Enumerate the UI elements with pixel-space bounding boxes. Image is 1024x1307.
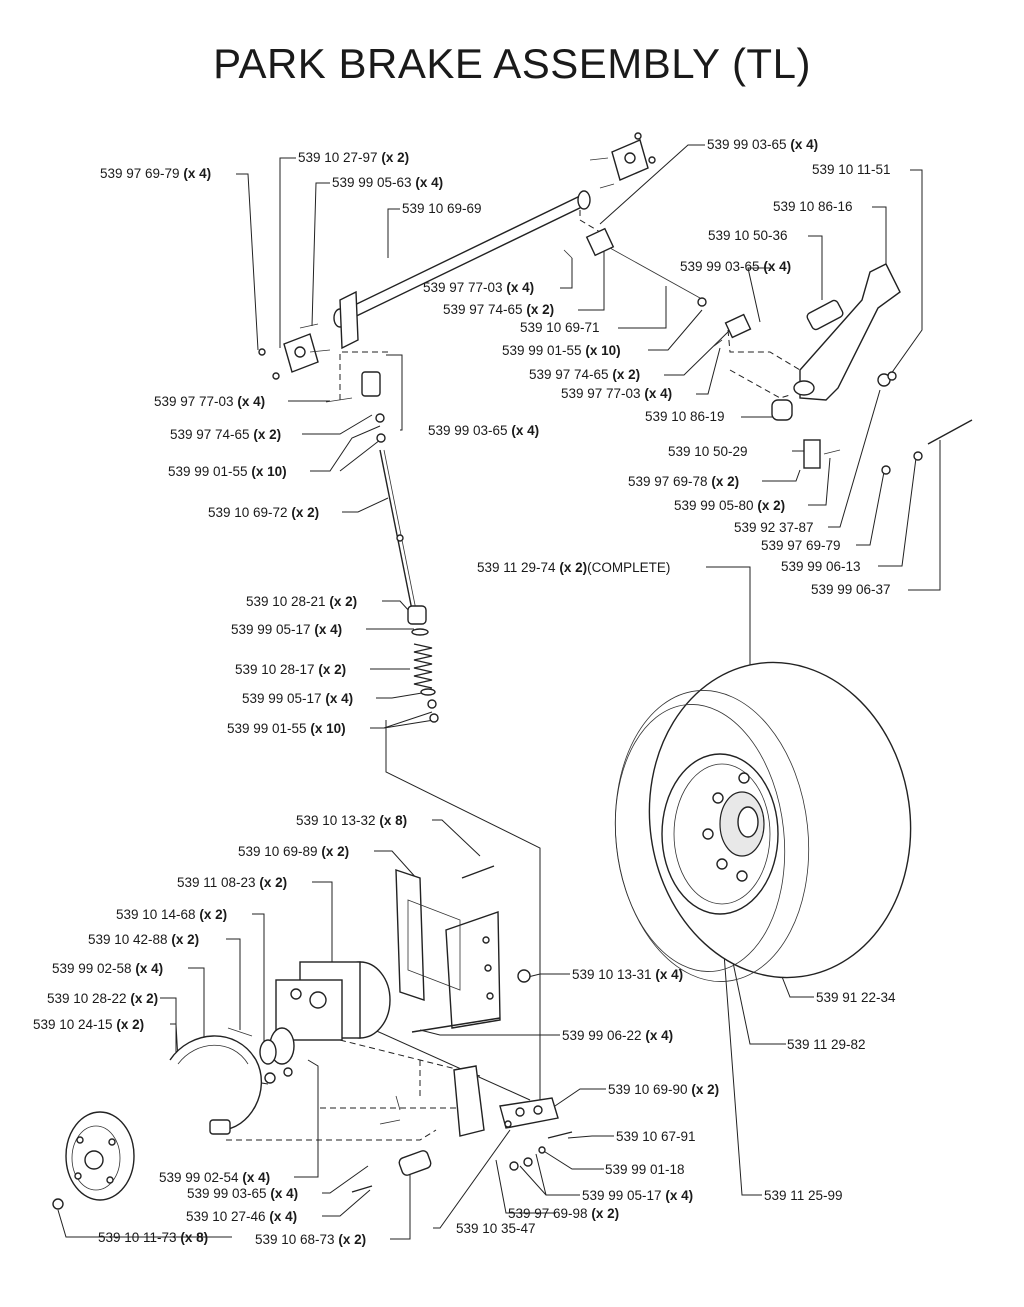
label-l51: 539 99 03-65 (x 4): [187, 1186, 298, 1201]
label-l42: 539 10 24-15 (x 2): [33, 1017, 144, 1032]
label-l52: 539 99 05-17 (x 4): [582, 1188, 693, 1203]
label-l45: 539 91 22-34: [816, 990, 896, 1005]
label-l35: 539 10 13-32 (x 8): [296, 813, 407, 828]
leader-lines: [57, 144, 941, 1240]
label-l43: 539 10 13-31 (x 4): [572, 967, 683, 982]
label-l29: 539 99 06-37: [811, 582, 891, 597]
label-l04: 539 10 69-69: [402, 201, 482, 216]
label-l24: 539 10 69-72 (x 2): [208, 505, 319, 520]
label-l26: 539 97 69-79: [761, 538, 841, 553]
callout-labels: 539 97 69-79 (x 4) 539 10 27-97 (x 2) 53…: [33, 137, 896, 1247]
label-l53: 539 97 69-98 (x 2): [508, 1206, 619, 1221]
tire-wheel: [614, 661, 912, 982]
brake-rod-assembly: [258, 132, 752, 723]
brake-pedal: [771, 263, 973, 475]
label-l38: 539 10 14-68 (x 2): [116, 907, 227, 922]
label-l05: 539 99 03-65 (x 4): [707, 137, 818, 152]
label-l25: 539 92 37-87: [734, 520, 814, 535]
label-l03: 539 99 05-63 (x 4): [332, 175, 443, 190]
label-l09: 539 99 03-65 (x 4): [680, 259, 791, 274]
label-l18: 539 97 74-65 (x 2): [170, 427, 281, 442]
label-l34: 539 99 01-55 (x 10): [227, 721, 346, 736]
label-l08: 539 10 50-36: [708, 228, 788, 243]
label-l06: 539 10 11-51: [812, 162, 891, 177]
label-l46: 539 11 29-82: [787, 1037, 866, 1052]
label-l19: 539 99 03-65 (x 4): [428, 423, 539, 438]
label-l49: 539 99 01-18: [605, 1162, 685, 1177]
label-l54: 539 10 27-46 (x 4): [186, 1209, 297, 1224]
label-l21: 539 10 50-29: [668, 444, 748, 459]
label-l02: 539 10 27-97 (x 2): [298, 150, 409, 165]
label-l57: 539 10 11-73 (x 8): [98, 1230, 208, 1245]
page-title: PARK BRAKE ASSEMBLY (TL): [213, 40, 811, 87]
label-l17: 539 97 77-03 (x 4): [154, 394, 265, 409]
motor-and-brackets: [52, 865, 573, 1210]
label-l33: 539 99 05-17 (x 4): [242, 691, 353, 706]
label-l40: 539 99 02-58 (x 4): [52, 961, 163, 976]
label-l44: 539 99 06-22 (x 4): [562, 1028, 673, 1043]
label-l10: 539 97 77-03 (x 4): [423, 280, 534, 295]
label-l58: 539 10 68-73 (x 2): [255, 1232, 366, 1247]
label-l14: 539 97 74-65 (x 2): [529, 367, 640, 382]
label-l41: 539 10 28-22 (x 2): [47, 991, 158, 1006]
label-l01: 539 97 69-79 (x 4): [100, 166, 211, 181]
label-l55: 539 11 25-99: [764, 1188, 843, 1203]
label-l13: 539 99 01-55 (x 10): [502, 343, 621, 358]
label-l37: 539 11 08-23 (x 2): [177, 875, 287, 890]
label-l11: 539 97 74-65 (x 2): [443, 302, 554, 317]
label-l36: 539 10 69-89 (x 2): [238, 844, 349, 859]
label-l15: 539 97 77-03 (x 4): [561, 386, 672, 401]
label-l31: 539 99 05-17 (x 4): [231, 622, 342, 637]
label-l16: 539 10 86-19: [645, 409, 725, 424]
label-l28: 539 11 29-74 (x 2)(COMPLETE): [477, 560, 670, 575]
label-l07: 539 10 86-16: [773, 199, 853, 214]
label-l20: 539 99 01-55 (x 10): [168, 464, 287, 479]
label-l22: 539 97 69-78 (x 2): [628, 474, 739, 489]
label-l50: 539 99 02-54 (x 4): [159, 1170, 270, 1185]
label-l27: 539 99 06-13: [781, 559, 861, 574]
spring: [413, 643, 433, 689]
label-l48: 539 10 67-91: [616, 1129, 696, 1144]
label-l47: 539 10 69-90 (x 2): [608, 1082, 719, 1097]
label-l12: 539 10 69-71: [520, 320, 600, 335]
label-l56: 539 10 35-47: [456, 1221, 536, 1236]
label-l23: 539 99 05-80 (x 2): [674, 498, 785, 513]
label-l30: 539 10 28-21 (x 2): [246, 594, 357, 609]
label-l39: 539 10 42-88 (x 2): [88, 932, 199, 947]
label-l32: 539 10 28-17 (x 2): [235, 662, 346, 677]
